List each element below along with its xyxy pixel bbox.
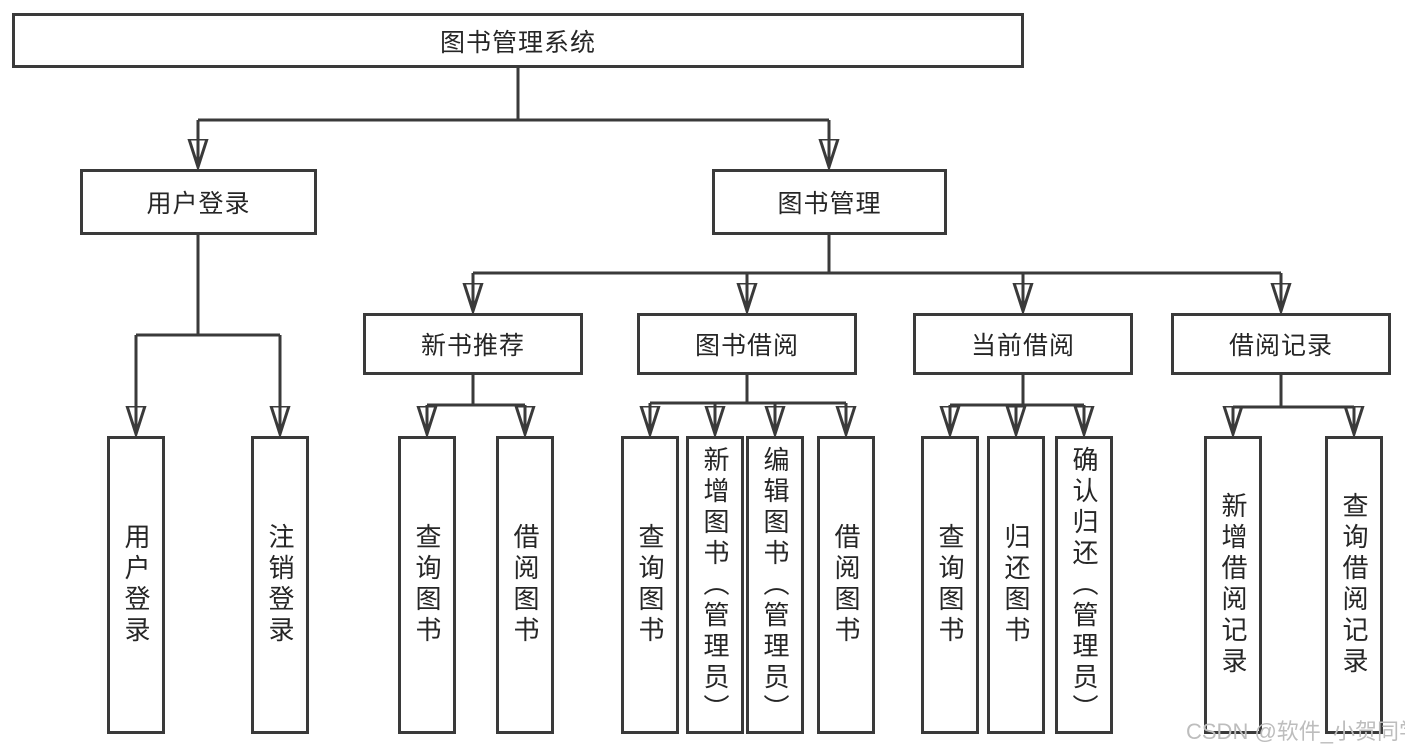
leaf-query-books-borrow: 查询图书	[621, 436, 679, 734]
leaf-query-books-recommend: 查询图书	[398, 436, 456, 734]
leaf-confirm-return-admin-label: 确认归还（管理员）	[1069, 445, 1099, 725]
node-current-borrowing: 当前借阅	[913, 313, 1133, 375]
leaf-user-login-label: 用户登录	[121, 523, 151, 647]
watermark: CSDN @软件_小贺同学	[1186, 719, 1405, 744]
leaf-return-book-label: 归还图书	[1001, 523, 1031, 647]
leaf-return-book: 归还图书	[987, 436, 1045, 734]
leaf-borrow-books: 借阅图书	[817, 436, 875, 734]
node-book-management: 图书管理	[712, 169, 947, 235]
leaf-query-borrow-record: 查询借阅记录	[1325, 436, 1383, 734]
leaf-query-books-current-label: 查询图书	[935, 523, 965, 647]
leaf-logout-login: 注销登录	[251, 436, 309, 734]
node-borrowing-records: 借阅记录	[1171, 313, 1391, 375]
leaf-borrow-books-recommend-label: 借阅图书	[510, 523, 540, 647]
leaf-add-borrow-record: 新增借阅记录	[1204, 436, 1262, 734]
leaf-borrow-books-label: 借阅图书	[831, 523, 861, 647]
leaf-add-book-admin: 新增图书（管理员）	[686, 436, 744, 734]
leaf-query-books-borrow-label: 查询图书	[635, 523, 665, 647]
leaf-query-books-recommend-label: 查询图书	[412, 523, 442, 647]
leaf-query-books-current: 查询图书	[921, 436, 979, 734]
node-user-login: 用户登录	[80, 169, 317, 235]
node-library-system: 图书管理系统	[12, 13, 1024, 68]
leaf-edit-book-admin: 编辑图书（管理员）	[746, 436, 804, 734]
leaf-borrow-books-recommend: 借阅图书	[496, 436, 554, 734]
leaf-confirm-return-admin: 确认归还（管理员）	[1055, 436, 1113, 734]
node-new-book-recommendation: 新书推荐	[363, 313, 583, 375]
leaf-add-book-admin-label: 新增图书（管理员）	[700, 445, 730, 725]
leaf-add-borrow-record-label: 新增借阅记录	[1218, 492, 1248, 678]
leaf-edit-book-admin-label: 编辑图书（管理员）	[760, 445, 790, 725]
leaf-logout-login-label: 注销登录	[265, 523, 295, 647]
leaf-user-login: 用户登录	[107, 436, 165, 734]
leaf-query-borrow-record-label: 查询借阅记录	[1339, 492, 1369, 678]
node-book-borrowing: 图书借阅	[637, 313, 857, 375]
